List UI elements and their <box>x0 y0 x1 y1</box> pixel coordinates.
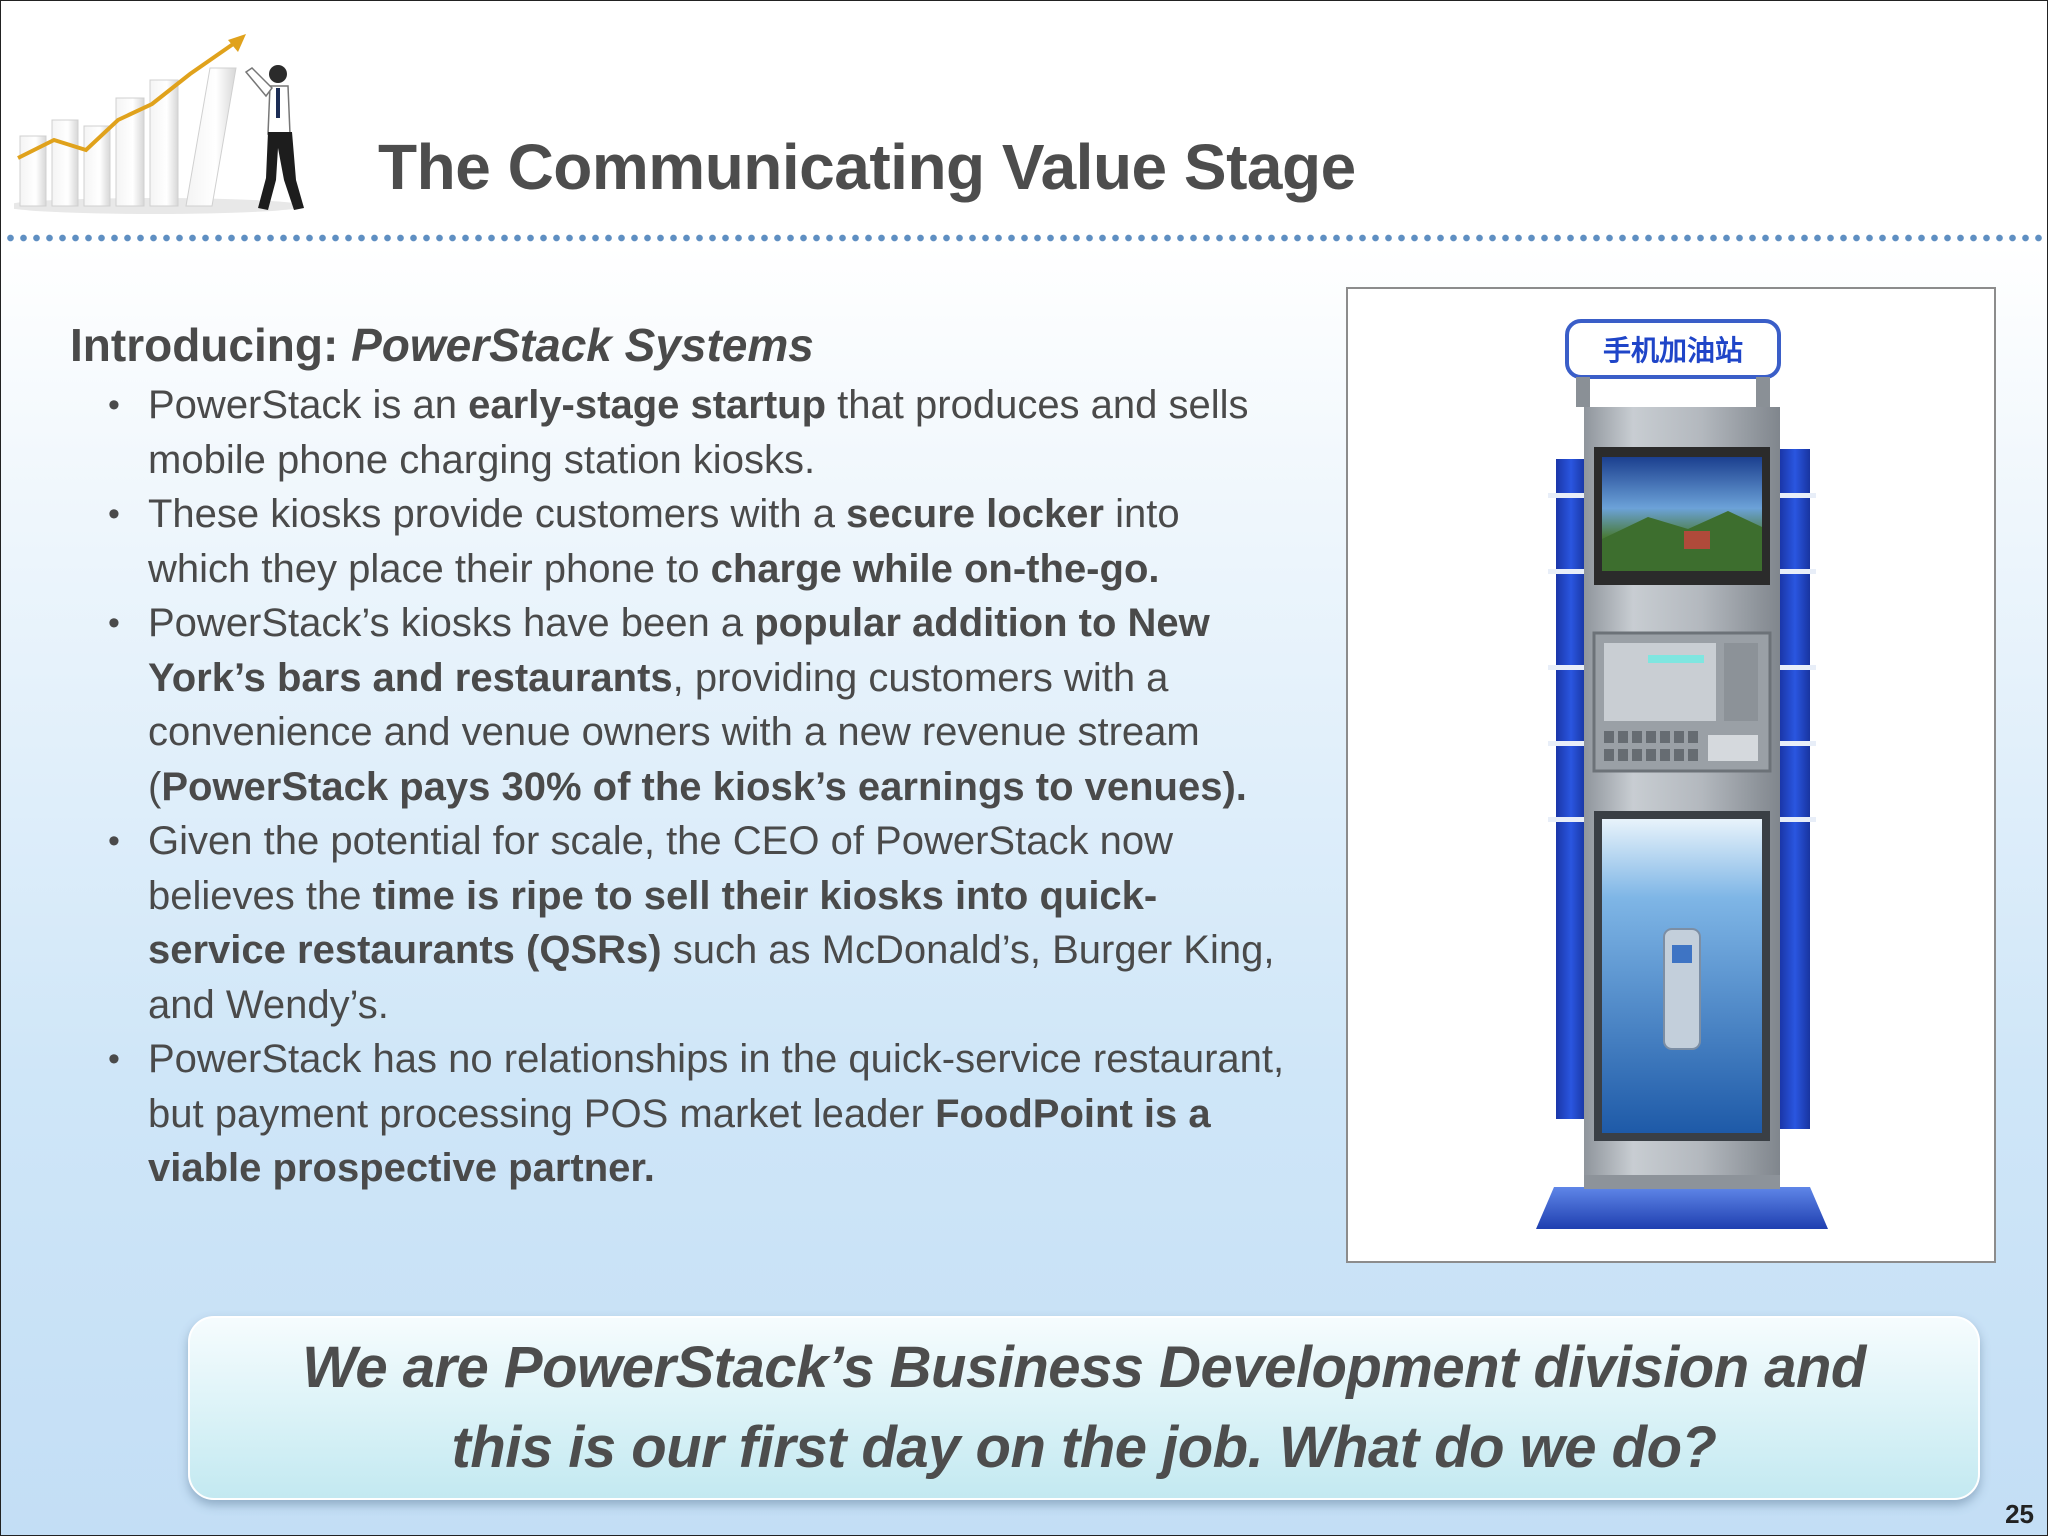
page-number: 25 <box>2005 1499 2034 1529</box>
bullet-dot: • <box>108 822 120 860</box>
intro-label: Introducing: <box>70 319 339 371</box>
bullet-text: , providing customers with a convenience… <box>148 655 1200 809</box>
bullet-text: into which they place their phone to <box>148 492 1180 591</box>
callout-text: We are PowerStack’s Business Development… <box>302 1328 1866 1488</box>
bullet-dot: • <box>108 1040 120 1078</box>
bullet-item: • These kiosks provide customers with a s… <box>108 487 1290 596</box>
bullet-list: • PowerStack is an early-stage startup th… <box>70 378 1290 1196</box>
bullet-emphasis: time is ripe to sell their kiosks into q… <box>148 873 1158 973</box>
slide-body: Introducing: PowerStack Systems • PowerSt… <box>70 318 1290 1196</box>
kiosk-photo: 手机加油站 <box>1346 287 1996 1263</box>
callout-line-2: this is our first day on the job. What d… <box>451 1415 1717 1480</box>
bullet-text: such as McDonald’s, Burger King, and Wen… <box>148 928 1275 1027</box>
intro-heading: Introducing: PowerStack Systems <box>70 318 1290 372</box>
bullet-emphasis: secure locker <box>846 492 1104 536</box>
dotted-divider <box>4 234 2044 242</box>
bullet-text: PowerStack is an <box>148 383 469 427</box>
bullet-dot: • <box>108 495 120 533</box>
bullet-emphasis: PowerStack pays 30% of the kiosk’s earni… <box>161 764 1247 809</box>
bullet-item: • Given the potential for scale, the CEO … <box>108 814 1290 1032</box>
bullet-emphasis: charge while on-the-go. <box>710 546 1160 591</box>
bullet-emphasis: early-stage startup <box>468 383 827 427</box>
bullet-item: • PowerStack is an early-stage startup th… <box>108 378 1290 487</box>
callout-line-1: We are PowerStack’s Business Development… <box>302 1335 1866 1400</box>
bullet-item: • PowerStack’s kiosks have been a popular… <box>108 596 1290 814</box>
bullet-text: PowerStack has no relationships in the q… <box>148 1037 1285 1136</box>
bullet-text: PowerStack’s kiosks have been a <box>148 601 755 645</box>
bullet-text: Given the potential for scale, the CEO o… <box>148 819 1173 918</box>
bullet-text: These kiosks provide customers with a <box>148 492 847 536</box>
growth-chart-logo <box>4 28 354 218</box>
bullet-dot: • <box>108 386 120 424</box>
bullet-emphasis: FoodPoint is a viable prospective partne… <box>148 1091 1211 1191</box>
bullet-emphasis: popular addition to New York’s bars and … <box>148 601 1210 700</box>
company-name: PowerStack Systems <box>351 319 814 371</box>
bullet-dot: • <box>108 604 120 642</box>
slide-title: The Communicating Value Stage <box>378 131 1356 203</box>
bullet-item: • PowerStack has no relationships in the … <box>108 1032 1290 1196</box>
kiosk-sign <box>1565 319 1781 379</box>
bullet-text: that produces and sells mobile phone cha… <box>148 383 1249 482</box>
kiosk-sign-text: 手机加油站 <box>1603 334 1743 367</box>
callout-box: We are PowerStack’s Business Development… <box>188 1316 1980 1500</box>
